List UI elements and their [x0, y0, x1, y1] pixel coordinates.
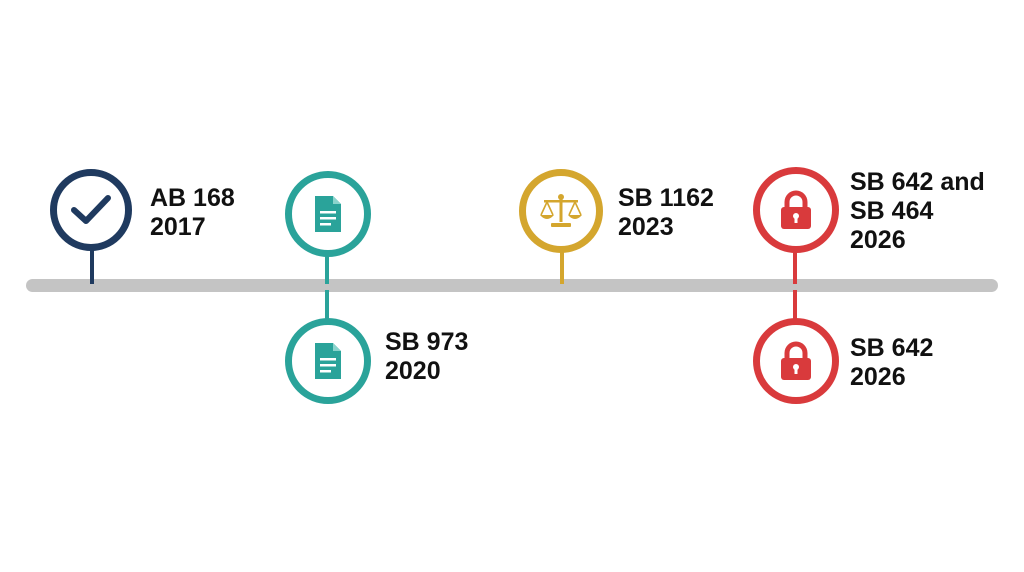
event-title: SB 642 and — [850, 168, 985, 196]
timeline-axis — [26, 279, 998, 292]
event-title: SB 642 — [850, 334, 934, 362]
event-marker-sb642-464 — [753, 167, 839, 253]
event-year: 2026 — [850, 226, 906, 254]
event-label-sb642-464: SB 642 and SB 464 2026 — [850, 168, 985, 255]
event-label-sb642: SB 642 2026 — [850, 334, 933, 392]
check-icon — [71, 195, 111, 224]
connector-stem — [793, 250, 797, 284]
event-marker-sb973 — [285, 318, 371, 404]
event-year: 2017 — [150, 213, 206, 241]
event-year: 2026 — [850, 363, 906, 391]
connector-stem — [325, 290, 329, 320]
connector-stem — [325, 252, 329, 284]
connector-stem — [560, 248, 564, 284]
event-label-sb1162: SB 1162 2023 — [618, 184, 714, 242]
event-marker-sb642 — [753, 318, 839, 404]
event-year: 2023 — [618, 213, 674, 241]
connector-stem — [793, 290, 797, 320]
event-marker-sb1162 — [519, 169, 603, 253]
document-icon — [315, 343, 341, 379]
event-label-sb973: SB 973 2020 — [385, 328, 468, 386]
lock-icon — [781, 341, 811, 380]
event-title: AB 168 — [150, 184, 235, 212]
lock-icon — [781, 190, 811, 229]
event-marker-sb973-top — [285, 171, 371, 257]
event-title: SB 1162 — [618, 184, 714, 212]
event-label-ab168: AB 168 2017 — [150, 184, 235, 242]
scales-icon — [540, 194, 582, 227]
event-title: SB 464 — [850, 197, 934, 225]
event-marker-ab168 — [50, 169, 132, 251]
event-year: 2020 — [385, 357, 441, 385]
connector-stem — [90, 248, 94, 284]
document-icon — [315, 196, 341, 232]
event-title: SB 973 — [385, 328, 469, 356]
